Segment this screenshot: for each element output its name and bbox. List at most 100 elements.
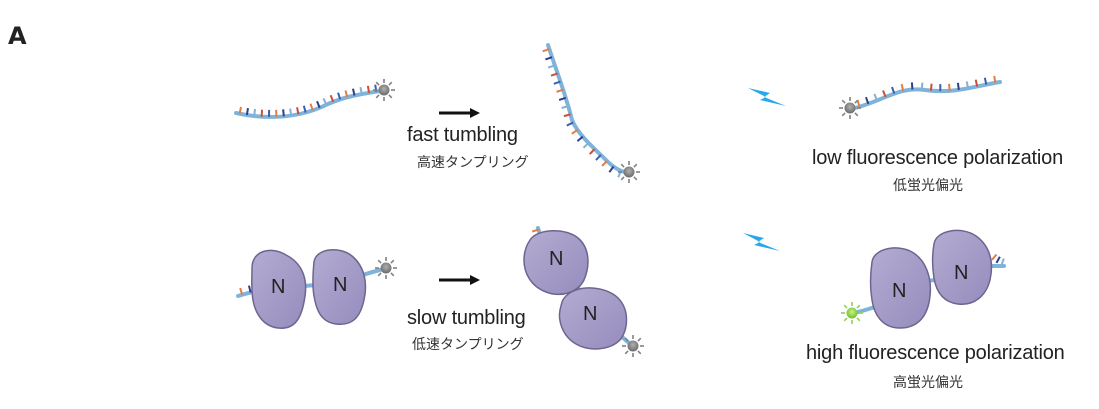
protein-label: N [333,274,348,296]
fluorophore-core [378,84,390,96]
protein-label: N [954,262,969,284]
rna-base [542,48,550,53]
rna-base [329,94,335,103]
rna-base [238,106,242,114]
rna-strand-icon [853,75,1002,110]
rna-base [589,148,596,155]
rna-base [322,98,328,106]
fluorophore-icon [618,161,640,183]
protein-icon [251,249,367,329]
rna-base [531,228,540,233]
rna-base [359,87,363,95]
rna-base [1000,258,1005,266]
rna-base [316,100,321,109]
fluorophore-ray [843,317,848,322]
fluorophore-ray [390,272,395,277]
rna-base [900,83,905,92]
protein-icon [523,230,628,350]
result-label: high fluorescence polarization [806,342,1065,364]
lightning-icon [743,233,780,251]
rna-base [993,75,997,83]
rna-base [245,107,249,116]
rna-base [595,154,602,161]
rna-base [873,93,878,101]
arrow-icon [439,275,480,285]
rna-base [545,56,553,61]
rna-base [991,253,998,261]
protein-label: N [892,280,907,302]
fluorophore-ray [624,350,629,355]
rna-base [289,108,293,116]
rna-base [601,160,608,167]
rna-base [344,90,349,98]
rna-base [553,80,561,85]
tumbling-label-jp: 高速タンプリング [417,155,529,171]
fluorophore-core [380,262,392,274]
fluorophore-ray [633,176,638,181]
fluorophore-ray [375,94,380,99]
fluorophore-ray [856,317,861,322]
fluorophore-ray [637,350,642,355]
rna-base [910,82,914,90]
rna-base [366,85,371,93]
rna-strand-icon [234,84,382,119]
rna-base [563,113,571,118]
rna-strand-icon [542,43,627,178]
fluorophore-icon [841,302,863,324]
result-label-jp: 低蛍光偏光 [893,178,963,194]
rna-base [582,142,590,149]
tumbling-label-jp: 低速タンプリング [412,337,524,353]
fluorophore-core [623,166,635,178]
rna-base [558,96,567,101]
rna-base [571,129,579,135]
fluorophore-ray [854,112,859,117]
fluorophore-ray [856,304,861,309]
fluorophore-ray [841,99,846,104]
rna-base [337,92,342,100]
rna-base [247,285,252,293]
rna-base [556,88,564,93]
rna-base [920,82,924,90]
fluorophore-icon [839,97,861,119]
rna-base [296,107,300,115]
result-label-jp: 高蛍光偏光 [893,375,963,391]
fluorophore-ray [620,163,625,168]
fluorophore-ray [637,337,642,342]
rna-base [882,90,887,98]
rna-base [956,82,960,90]
fluorophore-ray [388,94,393,99]
rna-base [561,105,569,109]
rna-base [983,77,988,85]
result-label: low fluorescence polarization [812,147,1064,169]
rna-base [566,121,574,127]
rna-base [929,83,933,91]
rna-base [352,88,356,96]
fluorophore-core [844,102,856,114]
rna-base [282,109,285,117]
fluorophore-core [627,340,639,352]
fluorophore-ray [377,259,382,264]
fluorophore-icon [375,257,397,279]
fluorophore-ray [375,81,380,86]
rna-base [302,105,307,113]
panel-label: A [8,22,27,50]
fluorophore-ray [843,304,848,309]
fluorophore-core [846,307,858,319]
rna-base [995,256,1001,264]
tumbling-label: slow tumbling [407,307,526,329]
fluorophore-ray [388,81,393,86]
rna-base [550,72,558,77]
rna-base [865,96,870,105]
fluorophore-icon [622,335,644,357]
tumbling-label: fast tumbling [407,124,518,146]
rna-base [253,108,257,117]
rna-base [965,81,970,89]
protein-label: N [549,248,564,270]
fluorophore-icon [373,79,395,101]
protein-label: N [271,276,286,298]
protein-icon [869,229,993,329]
fluorophore-ray [620,176,625,181]
rna-base [309,103,314,111]
